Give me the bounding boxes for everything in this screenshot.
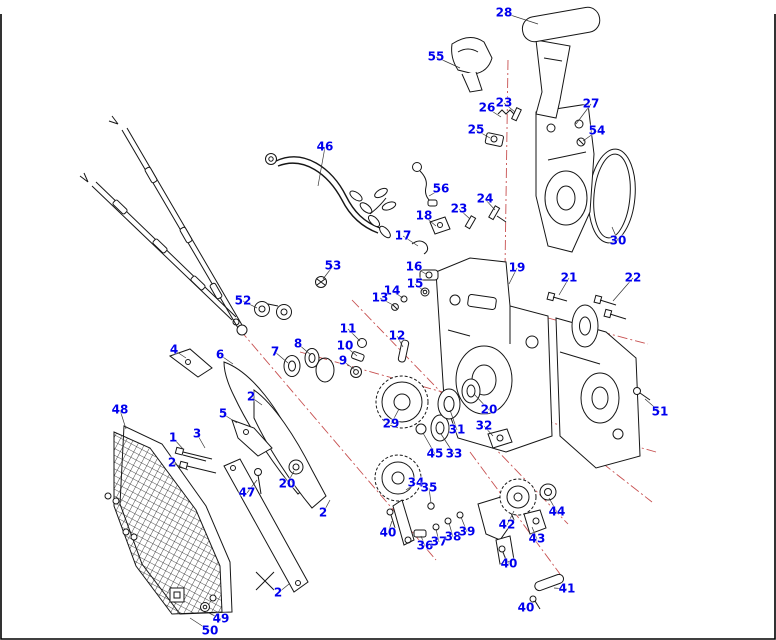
left-screws xyxy=(174,446,304,495)
leader-line-40 xyxy=(525,600,535,609)
leader-line-23 xyxy=(503,102,516,113)
leader-line-7 xyxy=(274,351,289,364)
leader-line-2 xyxy=(171,462,189,471)
leader-line-43 xyxy=(531,526,538,540)
trim-switch xyxy=(451,37,493,93)
top-fasteners xyxy=(484,107,586,147)
leader-line-26 xyxy=(486,107,502,118)
leader-line-28 xyxy=(503,12,539,25)
leader-line-33 xyxy=(440,433,455,455)
leader-line-36 xyxy=(420,535,426,547)
leader-line-8 xyxy=(297,343,312,356)
leader-line-45 xyxy=(422,432,436,455)
leader-line-2 xyxy=(277,583,290,594)
leader-line-53 xyxy=(322,265,334,280)
wire-harness xyxy=(265,153,397,239)
page-frame xyxy=(0,14,776,640)
arm-boss-and-screws xyxy=(546,291,627,348)
leader-line-21 xyxy=(558,277,570,296)
leader-line-39 xyxy=(460,516,468,533)
leader-line-32 xyxy=(483,425,494,437)
shift-linkage xyxy=(374,454,565,610)
leader-line-41 xyxy=(553,587,568,590)
leader-line-50 xyxy=(189,617,211,632)
leader-line-25 xyxy=(475,129,491,139)
leader-line-38 xyxy=(448,522,454,538)
bottom-left-hardware xyxy=(169,587,217,612)
rear-housing-half xyxy=(555,317,641,469)
leader-line-5 xyxy=(222,413,238,424)
leader-line-34 xyxy=(405,482,417,491)
leader-line-20 xyxy=(473,393,490,411)
leader-line-2 xyxy=(250,396,263,406)
leader-line-55 xyxy=(435,56,461,69)
leader-line-23 xyxy=(458,208,471,220)
main-housing xyxy=(435,257,553,453)
leader-line-9 xyxy=(342,360,356,371)
leader-line-22 xyxy=(612,277,634,302)
leader-line-56 xyxy=(428,188,442,197)
leader-line-31 xyxy=(449,409,458,431)
leader-line-37 xyxy=(435,528,440,543)
leader-line-44 xyxy=(548,497,558,513)
leader-line-11 xyxy=(347,328,361,342)
leader-line-6 xyxy=(219,354,234,365)
leader-line-20 xyxy=(286,470,295,485)
leader-line-17 xyxy=(402,235,419,247)
leader-line-19 xyxy=(508,267,518,285)
control-handle xyxy=(521,6,601,119)
leader-line-10 xyxy=(344,345,358,357)
leader-line-12 xyxy=(396,335,404,348)
long-link-bar xyxy=(223,458,309,593)
parts xyxy=(79,6,651,615)
leader-line-40 xyxy=(387,520,393,534)
leader-line-2 xyxy=(322,499,331,514)
leader-line-1 xyxy=(172,437,185,451)
leader-line-3 xyxy=(196,433,206,449)
leader-line-15 xyxy=(414,283,425,292)
leader-line-29 xyxy=(390,408,400,425)
mid-fasteners xyxy=(391,205,507,311)
gear-cluster xyxy=(283,338,513,449)
lock-wire xyxy=(412,162,438,207)
leader-line-24 xyxy=(484,198,496,211)
screw xyxy=(633,387,651,401)
leader-line-51 xyxy=(644,398,661,413)
leader-line-16 xyxy=(413,266,427,275)
leader-line-49 xyxy=(206,611,222,620)
leader-line-54 xyxy=(582,130,598,142)
throttle-cables xyxy=(79,115,248,336)
mount-plates xyxy=(168,348,327,509)
leader-line-52 xyxy=(242,300,258,309)
leader-line-13 xyxy=(379,297,394,306)
leader-line-40 xyxy=(502,552,510,565)
leader-line-30 xyxy=(611,226,619,242)
leader-line-35 xyxy=(428,487,432,504)
leader-line-4 xyxy=(173,349,187,359)
leader-line-47 xyxy=(246,479,258,494)
leader-line-14 xyxy=(391,290,404,299)
leader-line-18 xyxy=(423,215,437,227)
leader-line-48 xyxy=(119,409,127,430)
bolt xyxy=(315,276,327,288)
leader-line-46 xyxy=(317,146,326,187)
leader-line-42 xyxy=(506,510,515,526)
cable-clamp xyxy=(254,301,292,320)
leader-line-27 xyxy=(575,103,592,125)
